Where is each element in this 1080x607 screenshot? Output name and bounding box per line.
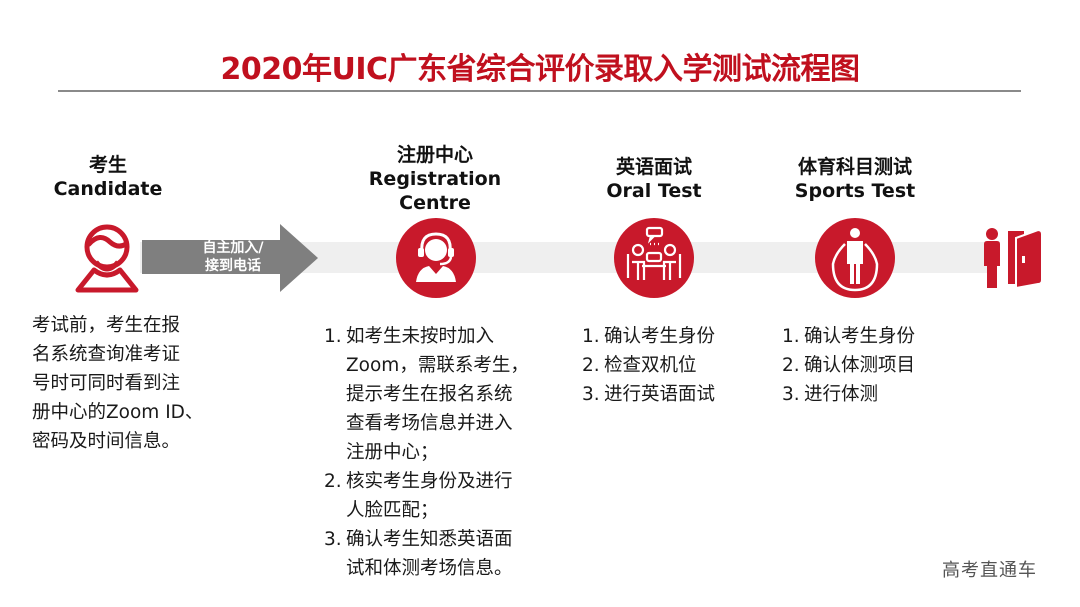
- desc-line: 名系统查询准考证: [32, 344, 181, 365]
- step-registration-list: 1. 如考生未按时加入 Zoom，需联系考生， 提示考生在报名系统 查看考场信息…: [324, 322, 554, 583]
- list-line: 确认考生身份: [804, 326, 916, 347]
- list-line: 注册中心；: [346, 442, 439, 463]
- step-registration-cn: 注册中心: [396, 144, 473, 166]
- list-item: 3.进行体测: [782, 380, 952, 409]
- list-line: 如考生未按时加入: [346, 326, 495, 347]
- step-candidate-en: Candidate: [53, 178, 163, 200]
- arrow-label-line2: 接到电话: [205, 258, 261, 274]
- list-number: 2.: [582, 355, 600, 376]
- headset-operator-icon: [396, 218, 476, 298]
- step-candidate-heading: 考生 Candidate: [38, 153, 178, 201]
- step-sports-en: Sports Test: [794, 180, 916, 202]
- flow-arrow: 自主加入/ 接到电话: [142, 224, 318, 292]
- list-number: 3.: [782, 384, 800, 405]
- step-registration-en2: Centre: [399, 192, 471, 214]
- list-line: 确认体测项目: [804, 355, 916, 376]
- arrow-body: [142, 240, 280, 274]
- list-number: 1.: [324, 326, 342, 347]
- list-line: 试和体测考场信息。: [346, 558, 513, 579]
- step-candidate-cn: 考生: [88, 154, 127, 176]
- list-item: 1.确认考生身份: [582, 322, 752, 351]
- step-oral-list: 1.确认考生身份 2.检查双机位 3.进行英语面试: [582, 322, 752, 409]
- list-number: 1.: [782, 326, 800, 347]
- arrow-label: 自主加入/ 接到电话: [178, 239, 288, 275]
- list-line: 确认考生知悉英语面: [346, 529, 513, 550]
- desc-line: 册中心的Zoom ID、: [32, 402, 204, 423]
- list-number: 2.: [782, 355, 800, 376]
- step-oral-en: Oral Test: [606, 180, 702, 202]
- list-number: 3.: [324, 529, 342, 550]
- step-sports-cn: 体育科目测试: [797, 156, 912, 178]
- list-line: 进行体测: [804, 384, 879, 405]
- desc-line: 号时可同时看到注: [32, 373, 181, 394]
- desc-line: 密码及时间信息。: [32, 431, 181, 452]
- list-line: 人脸匹配；: [346, 500, 439, 521]
- step-registration-heading: 注册中心 Registration Centre: [355, 143, 515, 215]
- list-line: Zoom，需联系考生，: [346, 355, 529, 376]
- list-line: 确认考生身份: [604, 326, 716, 347]
- watermark: 高考直通车: [942, 560, 1037, 581]
- list-line: 检查双机位: [604, 355, 697, 376]
- step-sports-list: 1.确认考生身份 2.确认体测项目 3.进行体测: [782, 322, 952, 409]
- exit-door-icon: [982, 226, 1044, 290]
- step-registration-en: Registration: [368, 168, 502, 190]
- interview-meeting-icon: [614, 218, 694, 298]
- list-item: 1.确认考生身份: [782, 322, 952, 351]
- list-item: 1. 如考生未按时加入 Zoom，需联系考生， 提示考生在报名系统 查看考场信息…: [324, 322, 554, 467]
- arrow-head: [280, 224, 318, 292]
- step-oral-heading: 英语面试 Oral Test: [584, 155, 724, 203]
- title-divider: [58, 90, 1021, 92]
- list-number: 3.: [582, 384, 600, 405]
- list-line: 提示考生在报名系统: [346, 384, 513, 405]
- list-line: 查看考场信息并进入: [346, 413, 513, 434]
- list-line: 进行英语面试: [604, 384, 716, 405]
- list-item: 2.确认体测项目: [782, 351, 952, 380]
- page-title: 2020年UIC广东省综合评价录取入学测试流程图: [220, 52, 860, 87]
- list-item: 3.进行英语面试: [582, 380, 752, 409]
- candidate-person-icon: [74, 222, 140, 294]
- desc-line: 考试前，考生在报: [32, 315, 181, 336]
- step-oral-cn: 英语面试: [615, 156, 692, 178]
- step-sports-heading: 体育科目测试 Sports Test: [770, 155, 940, 203]
- list-item: 2. 核实考生身份及进行 人脸匹配；: [324, 467, 554, 525]
- arrow-label-line1: 自主加入/: [202, 240, 264, 256]
- jump-rope-icon: [815, 218, 895, 298]
- step-candidate-description: 考试前，考生在报 名系统查询准考证 号时可同时看到注 册中心的Zoom ID、 …: [32, 311, 212, 456]
- list-number: 1.: [582, 326, 600, 347]
- list-item: 3. 确认考生知悉英语面 试和体测考场信息。: [324, 525, 554, 583]
- list-item: 2.检查双机位: [582, 351, 752, 380]
- list-line: 核实考生身份及进行: [346, 471, 513, 492]
- list-number: 2.: [324, 471, 342, 492]
